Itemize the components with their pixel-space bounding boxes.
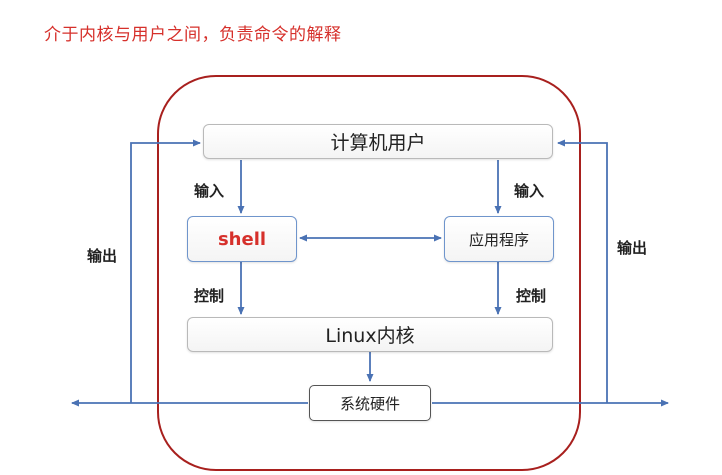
node-kernel: Linux内核 bbox=[187, 317, 553, 352]
node-hardware-label: 系统硬件 bbox=[339, 394, 400, 413]
label-input-left: 输入 bbox=[194, 182, 225, 200]
node-hardware: 系统硬件 bbox=[309, 385, 431, 421]
label-input-right: 输入 bbox=[514, 182, 545, 200]
node-kernel-label: Linux内核 bbox=[325, 325, 415, 347]
output-loop-right bbox=[557, 139, 608, 403]
label-control-right: 控制 bbox=[516, 287, 547, 305]
label-output-left: 输出 bbox=[87, 247, 118, 265]
label-output-right: 输出 bbox=[617, 239, 648, 257]
label-control-left: 控制 bbox=[194, 287, 225, 305]
shell-enclosure bbox=[157, 75, 581, 471]
node-shell-label: shell bbox=[217, 228, 267, 250]
node-user-label: 计算机用户 bbox=[330, 132, 426, 154]
node-app: 应用程序 bbox=[444, 216, 554, 262]
page-title: 介于内核与用户之间，负责命令的解释 bbox=[44, 25, 342, 45]
node-user: 计算机用户 bbox=[203, 124, 553, 159]
output-loop-left bbox=[130, 139, 201, 403]
node-app-label: 应用程序 bbox=[468, 230, 529, 249]
node-shell: shell bbox=[187, 216, 297, 262]
